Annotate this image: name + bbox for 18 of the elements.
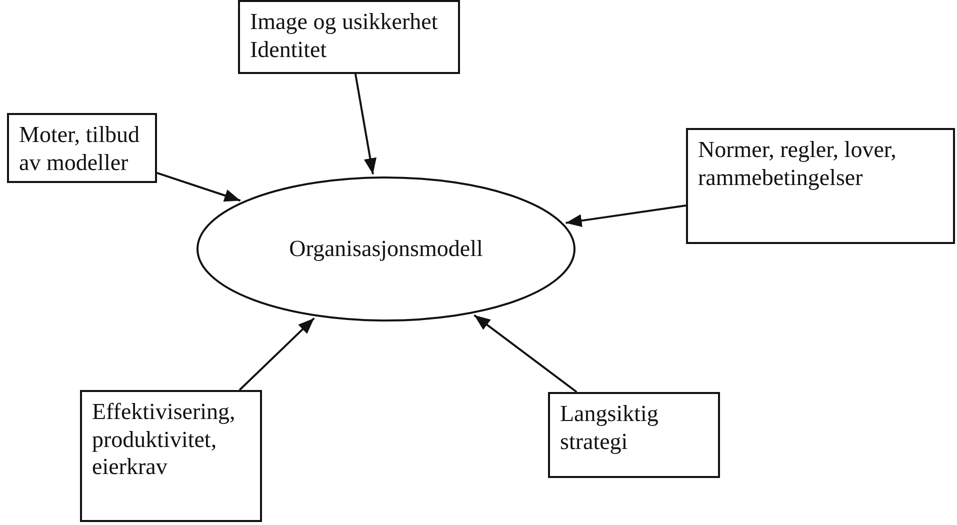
node-text: Moter, tilbud av modeller: [19, 121, 140, 176]
node-text: Identitet: [250, 36, 328, 64]
text-box: [80, 390, 262, 522]
node-text: Effektivisering, produktivitet, eierkrav: [92, 398, 236, 481]
node-text: Langsiktig strategi: [560, 400, 660, 456]
node-text: Image og usikkerhet: [250, 8, 439, 36]
text-box: [7, 113, 157, 183]
node-text: Organisasjonsmodell: [289, 235, 483, 263]
node-text: Normer, regler, lover, rammebetingelser: [698, 136, 898, 192]
text-box: [686, 128, 955, 244]
text-box: [548, 392, 720, 478]
ellipse-node: [196, 176, 576, 322]
arrow: [474, 314, 578, 393]
arrow: [566, 204, 686, 227]
arrow: [156, 172, 241, 202]
arrow: [238, 317, 315, 391]
text-box: [238, 0, 460, 74]
arrow: [354, 74, 376, 174]
